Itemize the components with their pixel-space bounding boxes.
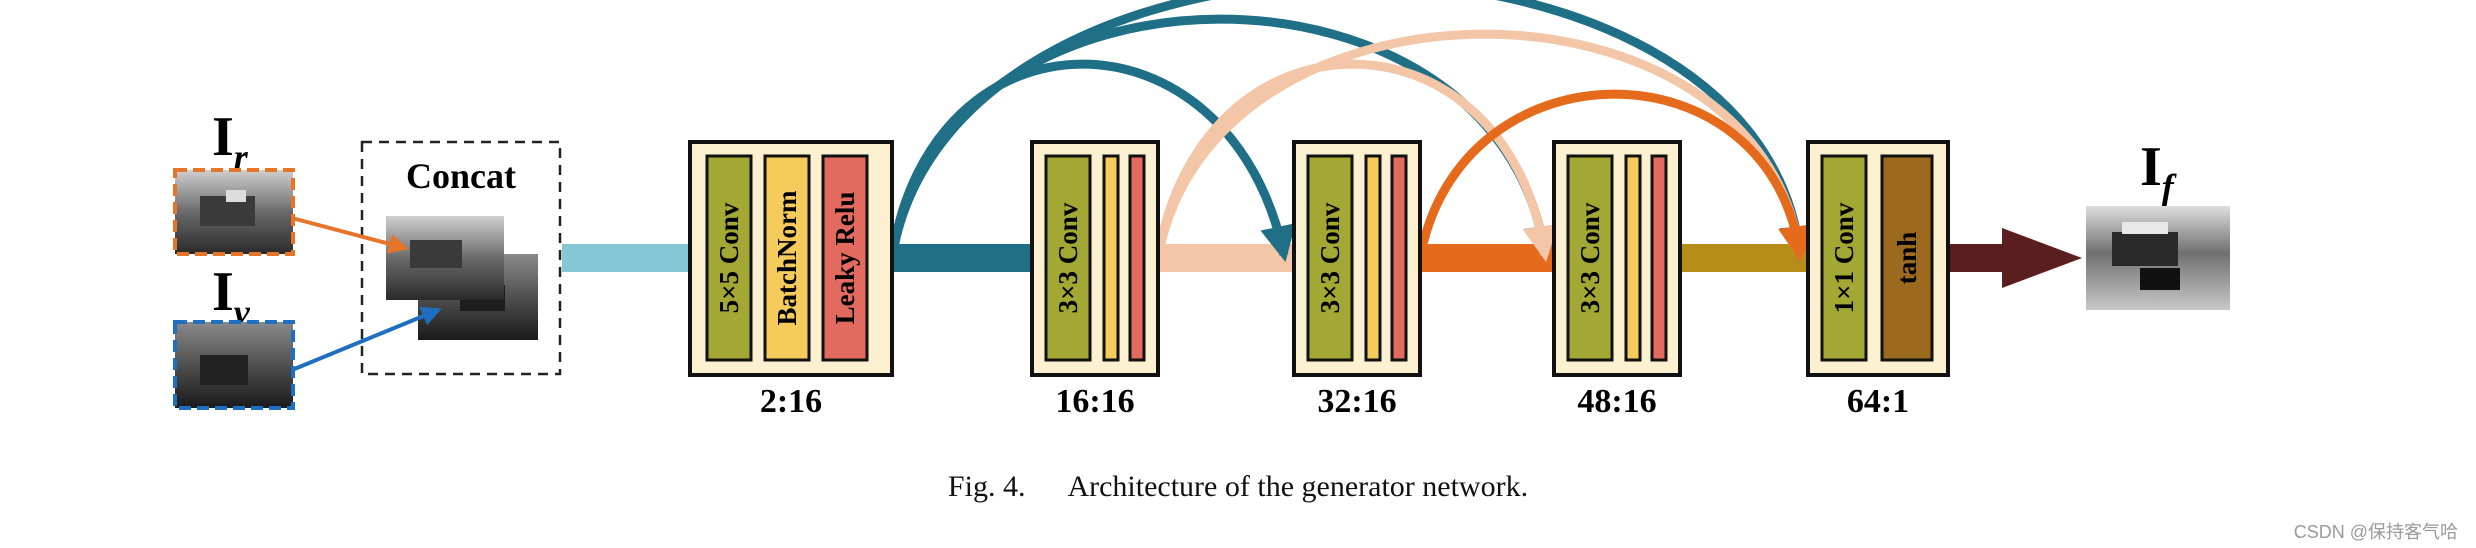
conv-block-1: 5×5 Conv BatchNorm Leaky Relu bbox=[688, 140, 894, 377]
visible-input-image bbox=[173, 320, 295, 410]
figure-caption-text: Architecture of the generator network. bbox=[1067, 470, 1529, 503]
concat-stacked-images bbox=[386, 216, 538, 340]
infrared-input-image bbox=[173, 168, 295, 256]
figure-caption: Fig. 4. Architecture of the generator net… bbox=[0, 470, 2476, 504]
block4-ratio: 48:16 bbox=[1577, 383, 1656, 420]
ir-to-concat-arrow bbox=[291, 216, 409, 254]
concat-box bbox=[360, 140, 562, 376]
block1-ratio: 2:16 bbox=[760, 383, 822, 420]
iv-to-concat-arrow bbox=[291, 306, 442, 372]
watermark: CSDN @保持客气哈 bbox=[2293, 522, 2458, 542]
output-label: If bbox=[2140, 136, 2177, 207]
conv-block-2: 3×3 Conv bbox=[1030, 140, 1160, 377]
ir-label: Ir bbox=[212, 106, 249, 177]
block3-conv-label: 3×3 Conv bbox=[1315, 202, 1345, 313]
skip-arc-block2-to-block5 bbox=[1153, 29, 1814, 263]
concat-label: Concat bbox=[406, 156, 516, 196]
block1-relu-label: Leaky Relu bbox=[830, 192, 860, 325]
conv-block-5: 1×1 Conv tanh bbox=[1806, 140, 1950, 377]
conv-block-4: 3×3 Conv bbox=[1552, 140, 1682, 377]
fused-output-image bbox=[2086, 206, 2230, 310]
skip-arc-block2-to-block4 bbox=[1153, 59, 1559, 263]
skip-arc-block1-to-block5 bbox=[887, 0, 1815, 263]
block1-batchnorm-label: BatchNorm bbox=[772, 190, 802, 325]
block4-to-block5-link bbox=[1680, 244, 1808, 272]
block2-to-block3-link bbox=[1158, 244, 1294, 272]
block5-conv-label: 1×1 Conv bbox=[1829, 202, 1859, 313]
block3-to-block4-link bbox=[1420, 244, 1554, 272]
block2-conv-label: 3×3 Conv bbox=[1053, 202, 1083, 313]
figure-number: Fig. 4. bbox=[947, 470, 1026, 503]
block2-ratio: 16:16 bbox=[1055, 383, 1134, 420]
block3-ratio: 32:16 bbox=[1317, 383, 1396, 420]
output-arrow bbox=[1948, 228, 2082, 288]
concat-to-block1-link bbox=[562, 244, 690, 272]
conv-block-3: 3×3 Conv bbox=[1292, 140, 1422, 377]
block5-tanh-label: tanh bbox=[1892, 232, 1922, 285]
block1-to-block2-link bbox=[892, 244, 1032, 272]
block1-conv-label: 5×5 Conv bbox=[714, 202, 744, 313]
skip-arc-block3-to-block5 bbox=[1415, 89, 1814, 263]
block4-conv-label: 3×3 Conv bbox=[1575, 202, 1605, 313]
block5-ratio: 64:1 bbox=[1847, 383, 1909, 420]
